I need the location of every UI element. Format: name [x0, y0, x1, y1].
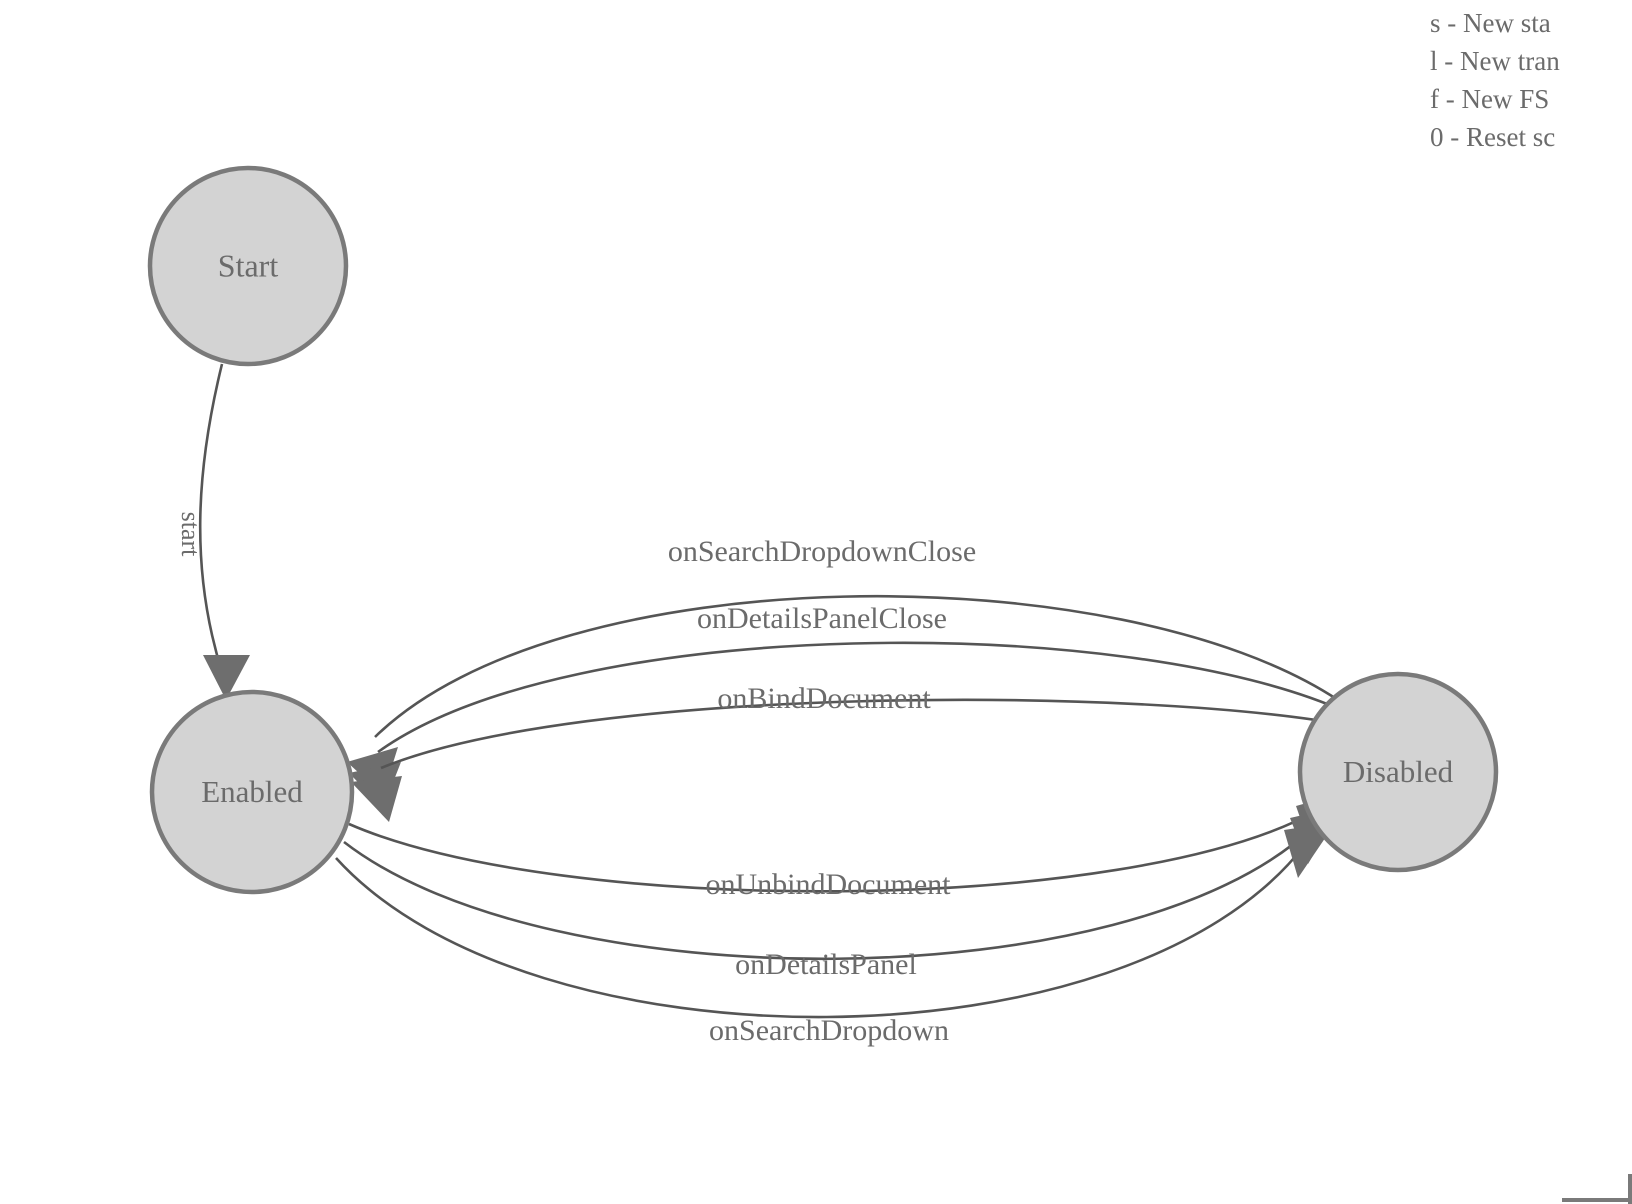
edge-disabled-to-enabled-3[interactable]: [351, 698, 1353, 822]
help-line-reset-scale: 0 - Reset sc: [1430, 122, 1556, 152]
edge-start-to-enabled[interactable]: [198, 363, 250, 700]
edge-path: [380, 698, 1353, 770]
edge-path: [348, 808, 1319, 893]
edge-path: [377, 641, 1347, 754]
edge-enabled-to-disabled-1[interactable]: [348, 792, 1346, 893]
help-overlay: s - New sta l - New tran f - New FS 0 - …: [1430, 4, 1632, 156]
help-line-new-transition: l - New tran: [1430, 46, 1560, 76]
state-node-start[interactable]: [147, 165, 349, 367]
state-node-disabled[interactable]: [1297, 671, 1499, 873]
edge-enabled-to-disabled-3[interactable]: [335, 822, 1336, 1019]
edge-path: [374, 595, 1339, 738]
help-line-new-fsm: f - New FS: [1430, 84, 1550, 114]
edge-path: [335, 845, 1306, 1019]
window-corner-rule-vertical: [1628, 1174, 1632, 1204]
window-corner-rule-horizontal: [1562, 1198, 1628, 1202]
edge-disabled-to-enabled-2[interactable]: [349, 641, 1347, 808]
arrowhead-icon: [203, 655, 250, 700]
state-node-enabled[interactable]: [149, 689, 355, 895]
edge-path: [198, 363, 224, 673]
arrowhead-icon: [351, 776, 402, 822]
edge-path: [343, 827, 1313, 961]
help-line-new-state: s - New sta: [1430, 8, 1551, 38]
